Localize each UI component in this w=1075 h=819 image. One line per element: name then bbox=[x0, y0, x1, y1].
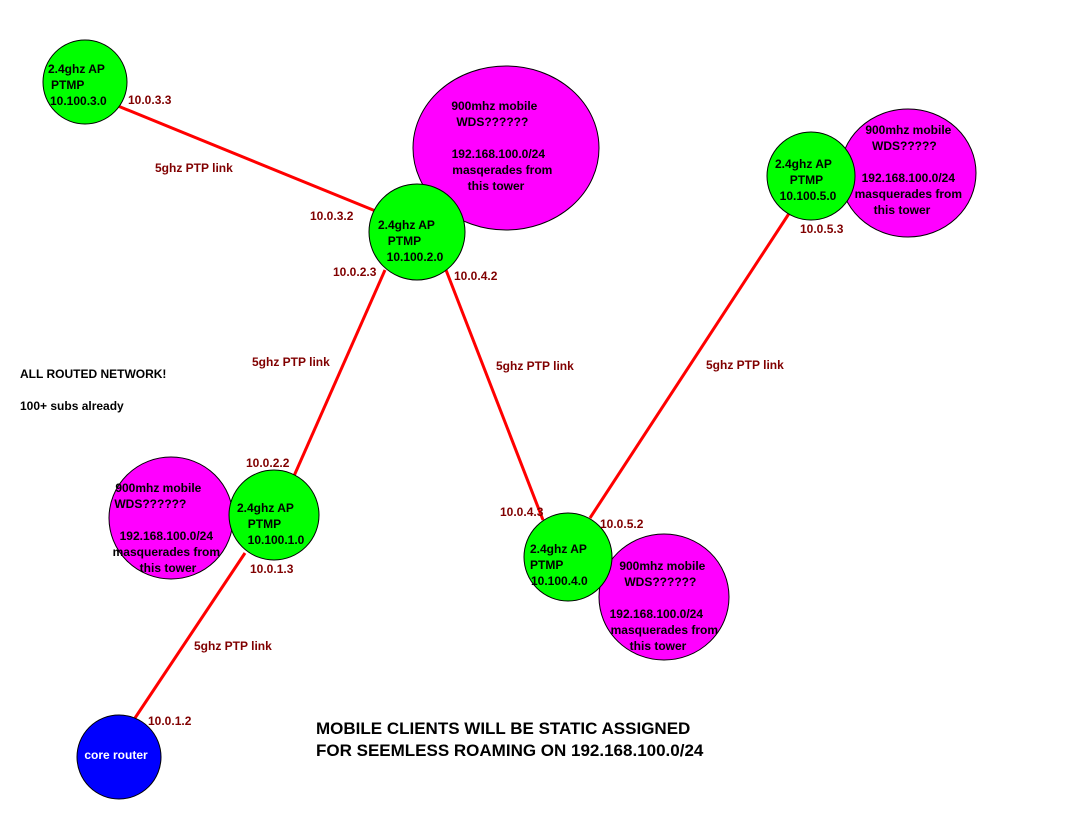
mobile-label-line: this tower bbox=[630, 639, 687, 653]
ap-label-line: 2.4ghz AP bbox=[237, 501, 294, 515]
ip-label: 10.0.4.2 bbox=[454, 269, 498, 283]
mobile-label-line: WDS?????? bbox=[456, 115, 528, 129]
ap-circle bbox=[368, 183, 466, 281]
ap-circle bbox=[228, 469, 320, 561]
mobile-label-line: 900mhz mobile bbox=[115, 481, 201, 495]
mobile-label-line: WDS?????? bbox=[114, 497, 186, 511]
mobile-label-line: masquerades from bbox=[611, 623, 718, 637]
link-ap2-ap1 bbox=[288, 269, 387, 486]
ip-label: 10.0.3.2 bbox=[310, 209, 354, 223]
ap-circle bbox=[523, 512, 613, 602]
routed-note: ALL ROUTED NETWORK! bbox=[20, 367, 166, 381]
ip-label: 10.0.4.3 bbox=[500, 505, 544, 519]
mobile-label-line: WDS????? bbox=[872, 139, 937, 153]
mobile-label-line: 900mhz mobile bbox=[451, 99, 537, 113]
mobile-label-line: WDS?????? bbox=[624, 575, 696, 589]
mobile-label-line: this tower bbox=[468, 179, 525, 193]
svg-text:900mhz mobile WDS??????: 900mhz mobile WDS?????? 192.168.100.0/24… bbox=[610, 559, 722, 653]
link-ap4-ap5 bbox=[588, 211, 792, 519]
ap-label-line: PTMP bbox=[388, 234, 421, 248]
ap-label-line: 2.4ghz AP bbox=[378, 218, 435, 232]
mobile-circle bbox=[412, 65, 600, 231]
ip-label: 10.0.5.3 bbox=[800, 222, 844, 236]
svg-text:2.4ghz AP PTMP 10.: 2.4ghz AP PTMP 10.100.5.0 bbox=[775, 157, 837, 203]
ip-label: 10.0.2.2 bbox=[246, 456, 290, 470]
ap-label-line: 10.100.3.0 bbox=[50, 94, 107, 108]
mobile-label-line: this tower bbox=[874, 203, 931, 217]
ap-label-line: 10.100.2.0 bbox=[387, 250, 444, 264]
link-ap3-ap2 bbox=[117, 104, 379, 214]
mobile-label-line: masquerades from bbox=[113, 545, 220, 559]
ap-node-ap5: 2.4ghz AP PTMP 10.100.5.0 bbox=[766, 131, 856, 221]
mobile-node-m1: 900mhz mobile WDS?????? 192.168.100.0/24… bbox=[108, 456, 234, 580]
svg-text:900mhz mobile WDS?????: 900mhz mobile WDS????? 192.168.100.0/24 … bbox=[855, 123, 966, 217]
ap-label-line: PTMP bbox=[248, 517, 281, 531]
core-router-node: core router bbox=[76, 714, 162, 800]
link-label: 5ghz PTP link bbox=[155, 161, 233, 175]
link-ap1-core bbox=[133, 552, 247, 719]
mobile-label-line: 900mhz mobile bbox=[865, 123, 951, 137]
mobile-label-line: masquerades from bbox=[855, 187, 962, 201]
ap-node-ap4: 2.4ghz AP PTMP 10.100.4.0 bbox=[523, 512, 613, 602]
ap-label-line: 2.4ghz AP bbox=[48, 62, 105, 76]
ap-circle bbox=[42, 39, 128, 125]
banner-line-2: FOR SEEMLESS ROAMING ON 192.168.100.0/24 bbox=[316, 741, 704, 760]
link-label: 5ghz PTP link bbox=[706, 358, 784, 372]
ap-label-line: 2.4ghz AP bbox=[775, 157, 832, 171]
mobile-label-line: 192.168.100.0/24 bbox=[610, 607, 704, 621]
svg-text:2.4ghz AP PTMP 10.: 2.4ghz AP PTMP 10.100.1.0 bbox=[237, 501, 305, 547]
link-ap2-ap4 bbox=[444, 269, 545, 521]
ip-label: 10.0.3.3 bbox=[128, 93, 172, 107]
mobile-node-m5: 900mhz mobile WDS????? 192.168.100.0/24 … bbox=[839, 108, 977, 238]
core-router-label: core router bbox=[84, 748, 148, 762]
mobile-label-line: 192.168.100.0/24 bbox=[452, 147, 546, 161]
ip-label: 10.0.5.2 bbox=[600, 517, 644, 531]
ap-node-ap3: 2.4ghz AP PTMP 10.100.3.0 bbox=[42, 39, 128, 125]
core-router-circle bbox=[76, 714, 162, 800]
mobile-label-line: 192.168.100.0/24 bbox=[862, 171, 956, 185]
svg-text:2.4ghz AP PTMP 10.: 2.4ghz AP PTMP 10.100.4.0 bbox=[530, 542, 590, 588]
mobile-circle bbox=[598, 533, 730, 661]
ap-label-line: 10.100.1.0 bbox=[248, 533, 305, 547]
ap-label-line: 10.100.5.0 bbox=[780, 189, 837, 203]
mobile-label-line: masqerades from bbox=[452, 163, 552, 177]
ap-label-line: PTMP bbox=[51, 78, 84, 92]
subs-note: 100+ subs already bbox=[20, 399, 124, 413]
ap-node-ap1: 2.4ghz AP PTMP 10.100.1.0 bbox=[228, 469, 320, 561]
ap-label-line: 2.4ghz AP bbox=[530, 542, 587, 556]
ip-label: 10.0.2.3 bbox=[333, 265, 377, 279]
ap-label-line: 10.100.4.0 bbox=[531, 574, 588, 588]
ap-label-line: PTMP bbox=[530, 558, 563, 572]
ap-circle bbox=[766, 131, 856, 221]
mobile-node-m4: 900mhz mobile WDS?????? 192.168.100.0/24… bbox=[598, 533, 730, 661]
svg-text:900mhz mobile WDS??????: 900mhz mobile WDS?????? 192.168.100.0/24… bbox=[113, 481, 224, 575]
ap-node-ap2: 2.4ghz AP PTMP 10.100.2.0 bbox=[368, 183, 466, 281]
svg-text:2.4ghz AP PTMP 10.: 2.4ghz AP PTMP 10.100.3.0 bbox=[48, 62, 108, 108]
ip-label: 10.0.1.2 bbox=[148, 714, 192, 728]
mobile-label-line: this tower bbox=[140, 561, 197, 575]
ap-label-line: PTMP bbox=[790, 173, 823, 187]
link-label: 5ghz PTP link bbox=[194, 639, 272, 653]
svg-text:2.4ghz AP PTMP 10.: 2.4ghz AP PTMP 10.100.2.0 bbox=[378, 218, 444, 264]
link-label: 5ghz PTP link bbox=[496, 359, 574, 373]
mobile-node-m2: 900mhz mobile WDS?????? 192.168.100.0/24… bbox=[412, 65, 600, 231]
link-label: 5ghz PTP link bbox=[252, 355, 330, 369]
mobile-label-line: 900mhz mobile bbox=[619, 559, 705, 573]
ip-label: 10.0.1.3 bbox=[250, 562, 294, 576]
svg-text:900mhz mobile WDS??????: 900mhz mobile WDS?????? 192.168.100.0/24… bbox=[451, 99, 555, 193]
banner-line-1: MOBILE CLIENTS WILL BE STATIC ASSIGNED bbox=[316, 719, 690, 738]
mobile-label-line: 192.168.100.0/24 bbox=[120, 529, 214, 543]
